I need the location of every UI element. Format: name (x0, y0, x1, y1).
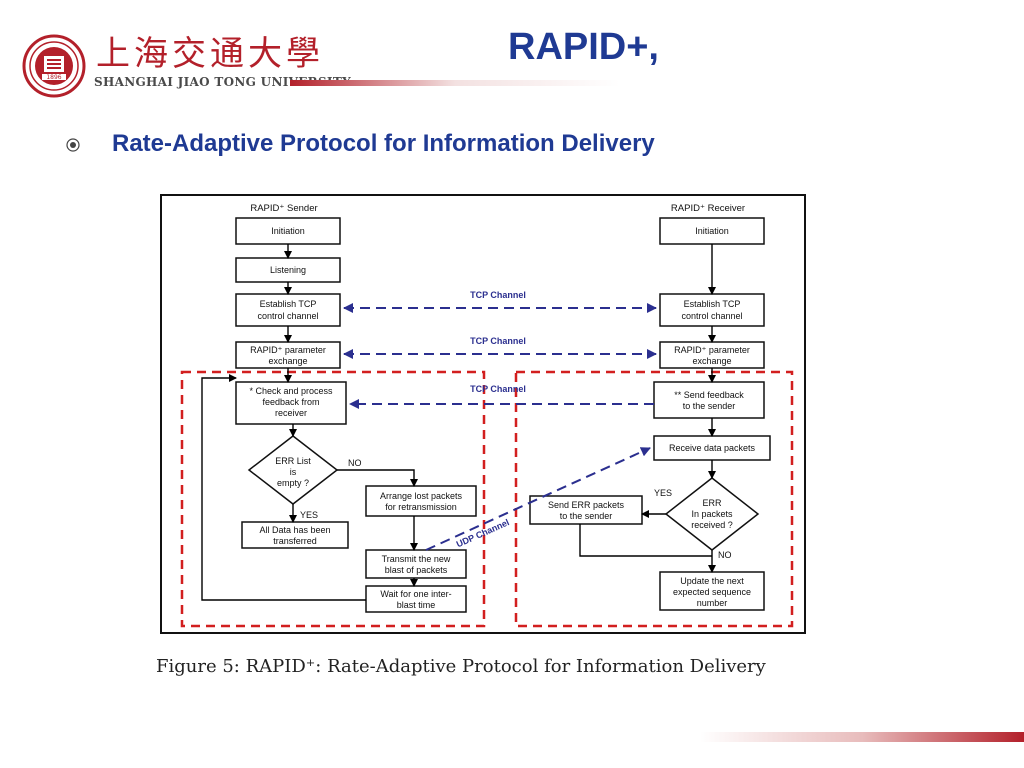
sender-param-text-2: exchange (268, 356, 307, 366)
sender-initiation-box (235, 217, 341, 245)
sender-tcp-text-1: Establish TCP (260, 299, 317, 309)
sender-transmit-box (365, 549, 467, 579)
sender-no-label: NO (348, 458, 362, 468)
logo-year: 1896 (46, 74, 61, 81)
sender-check-text-3: receiver (275, 408, 307, 418)
sender-column-title: RAPID⁺ Sender (250, 203, 317, 214)
tcp-channel-label-2: TCP Channel (470, 336, 526, 346)
sender-arrange-text-2: for retransmission (385, 502, 457, 512)
sender-check-text-1: * Check and process (249, 386, 333, 396)
receiver-feedback-text-2: to the sender (683, 401, 736, 411)
receiver-param-text-2: exchange (692, 356, 731, 366)
receiver-err-text-2: In packets (691, 509, 733, 519)
header-divider (290, 80, 620, 86)
receiver-tcp-text-1: Establish TCP (684, 299, 741, 309)
receiver-update-box (659, 571, 765, 611)
slide-title: RAPID+, (508, 26, 659, 68)
flow-connectors (201, 244, 716, 601)
receiver-update-text-2: expected sequence (673, 587, 751, 597)
sender-check-text-2: feedback from (262, 397, 319, 407)
footer-divider (700, 732, 1024, 742)
receiver-senderr-text-1: Send ERR packets (548, 500, 625, 510)
bullet-text: Rate-Adaptive Protocol for Information D… (112, 130, 655, 157)
sender-done-text-1: All Data has been (259, 525, 330, 535)
sender-err-text-1: ERR List (275, 456, 311, 466)
receiver-column-title: RAPID⁺ Receiver (671, 203, 745, 214)
sender-tcp-box (235, 293, 341, 327)
receiver-yes-label: YES (654, 488, 672, 498)
receiver-tcp-text-2: control channel (681, 311, 742, 321)
receiver-feedback-text-1: ** Send feedback (674, 390, 744, 400)
sender-initiation-text: Initiation (271, 226, 305, 236)
bullet-icon (66, 138, 80, 152)
channel-lines (343, 303, 657, 551)
sender-transmit-text-1: Transmit the new (382, 554, 451, 564)
sender-done-text-2: transferred (273, 536, 317, 546)
tcp-channel-label-1: TCP Channel (470, 290, 526, 300)
figure-caption: Figure 5: RAPID⁺: Rate-Adaptive Protocol… (156, 656, 766, 677)
receiver-senderr-box (529, 495, 643, 525)
receiver-initiation-text: Initiation (695, 226, 729, 236)
receiver-senderr-text-2: to the sender (560, 511, 613, 521)
sender-yes-label: YES (300, 510, 318, 520)
sender-param-text-1: RAPID⁺ parameter (250, 345, 326, 355)
sender-transmit-text-2: blast of packets (385, 565, 448, 575)
tcp-channel-label-3: TCP Channel (470, 384, 526, 394)
sender-param-box (235, 341, 341, 369)
receiver-initiation-box (659, 217, 765, 245)
sender-loop-region (180, 370, 486, 628)
sender-wait-text-1: Wait for one inter- (380, 589, 451, 599)
university-name-english: SHANGHAI JIAO TONG UNIVERSITY (94, 75, 351, 89)
receiver-err-text-1: ERR (702, 498, 722, 508)
sender-tcp-text-2: control channel (257, 311, 318, 321)
sender-check-box (235, 381, 347, 425)
sender-err-text-3: empty ? (277, 478, 309, 488)
receiver-param-text-1: RAPID⁺ parameter (674, 345, 750, 355)
sender-arrange-text-1: Arrange lost packets (380, 491, 463, 501)
receiver-receive-text: Receive data packets (669, 443, 756, 453)
receiver-no-label: NO (718, 550, 732, 560)
receiver-loop-region (514, 370, 794, 628)
flow-diagram-canvas: RAPID⁺ Sender RAPID⁺ Receiver (180, 203, 794, 628)
receiver-update-text-1: Update the next (680, 576, 744, 586)
protocol-flow-diagram: RAPID⁺ Sender RAPID⁺ Receiver (160, 194, 806, 634)
university-name-chinese: 上海交通大學 (96, 34, 324, 74)
sender-arrange-box (365, 485, 477, 517)
university-logo: 1896 (22, 34, 86, 98)
sender-wait-text-2: blast time (397, 600, 436, 610)
receiver-receive-box (653, 435, 771, 461)
sender-listening-text: Listening (270, 265, 306, 275)
sender-err-text-2: is (290, 467, 297, 477)
receiver-feedback-box (653, 381, 765, 419)
receiver-err-text-3: received ? (691, 520, 733, 530)
receiver-param-box (659, 341, 765, 369)
receiver-update-text-3: number (697, 598, 728, 608)
sender-wait-box (365, 585, 467, 613)
sender-done-box (241, 521, 349, 549)
